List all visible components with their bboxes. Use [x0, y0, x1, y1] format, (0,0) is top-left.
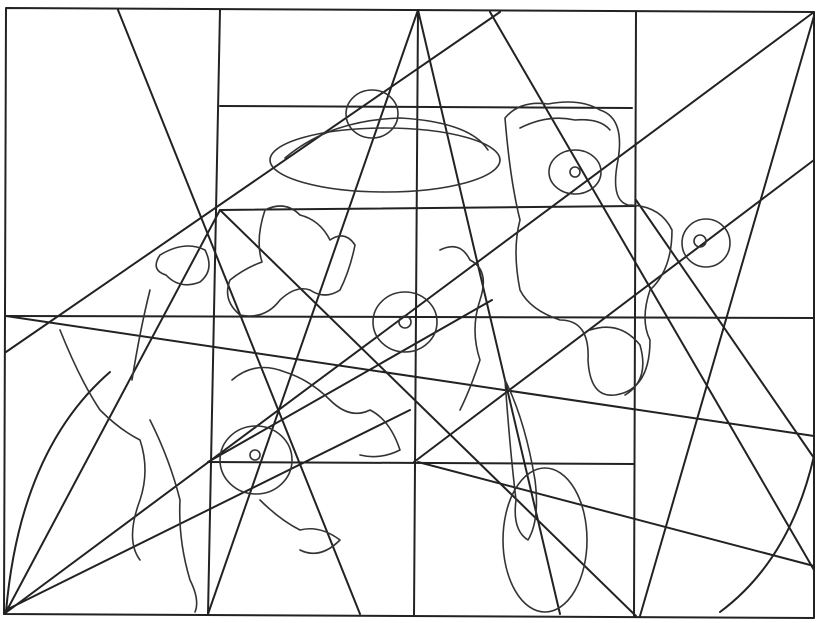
- vertical-line-1: [208, 10, 220, 614]
- fruit-lower-dot: [250, 450, 260, 460]
- fruit-top-circle: [346, 90, 398, 138]
- napkin-lower: [260, 500, 340, 553]
- vertical-line-3: [634, 12, 636, 616]
- diagonal-main-1: [4, 12, 814, 614]
- curve-right: [720, 456, 814, 612]
- jug-rim: [520, 118, 610, 130]
- diagonal-main-6: [490, 12, 814, 570]
- jug-outline: [505, 102, 672, 395]
- diagonal-main-11: [6, 210, 220, 612]
- diagonal-main-10: [418, 462, 814, 566]
- diagonal-main-12: [220, 210, 636, 616]
- tablecloth-left: [150, 420, 197, 612]
- dish-ellipse: [270, 128, 500, 192]
- dish-inner: [285, 118, 488, 158]
- fruit-center-circle: [373, 292, 437, 352]
- fruit-jug-dot: [570, 167, 580, 177]
- curve-left: [6, 372, 110, 612]
- horizontal-line-top: [220, 106, 632, 108]
- diagonal-main-8: [6, 316, 814, 436]
- plate-lower: [503, 468, 587, 612]
- diagonal-main-5: [418, 10, 560, 614]
- diagonal-lines: [4, 10, 814, 616]
- flowers-outline: [228, 206, 355, 316]
- vertical-line-2: [414, 10, 418, 616]
- leaf-lower-left: [60, 330, 145, 560]
- diagonal-main-13: [636, 200, 814, 458]
